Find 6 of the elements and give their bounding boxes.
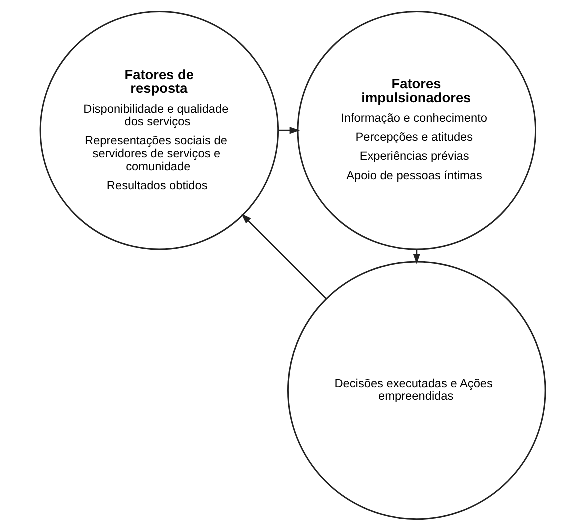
arrow [413,250,420,264]
node-circle: Decisões executadas e Ações empreendidas [288,261,546,520]
arrow [241,214,328,300]
node-circle: Fatores impulsionadores Informação e conhecimento Percepções e atitudes Experiências prévias Apoio de pessoas íntimas [297,11,536,250]
node-circle: Fatores de resposta Disponibilidade e qualidade dos serviços Representações sociais de servidores de serviços e comunidade Resultados obtidos [40,11,280,250]
arrow [278,127,300,134]
